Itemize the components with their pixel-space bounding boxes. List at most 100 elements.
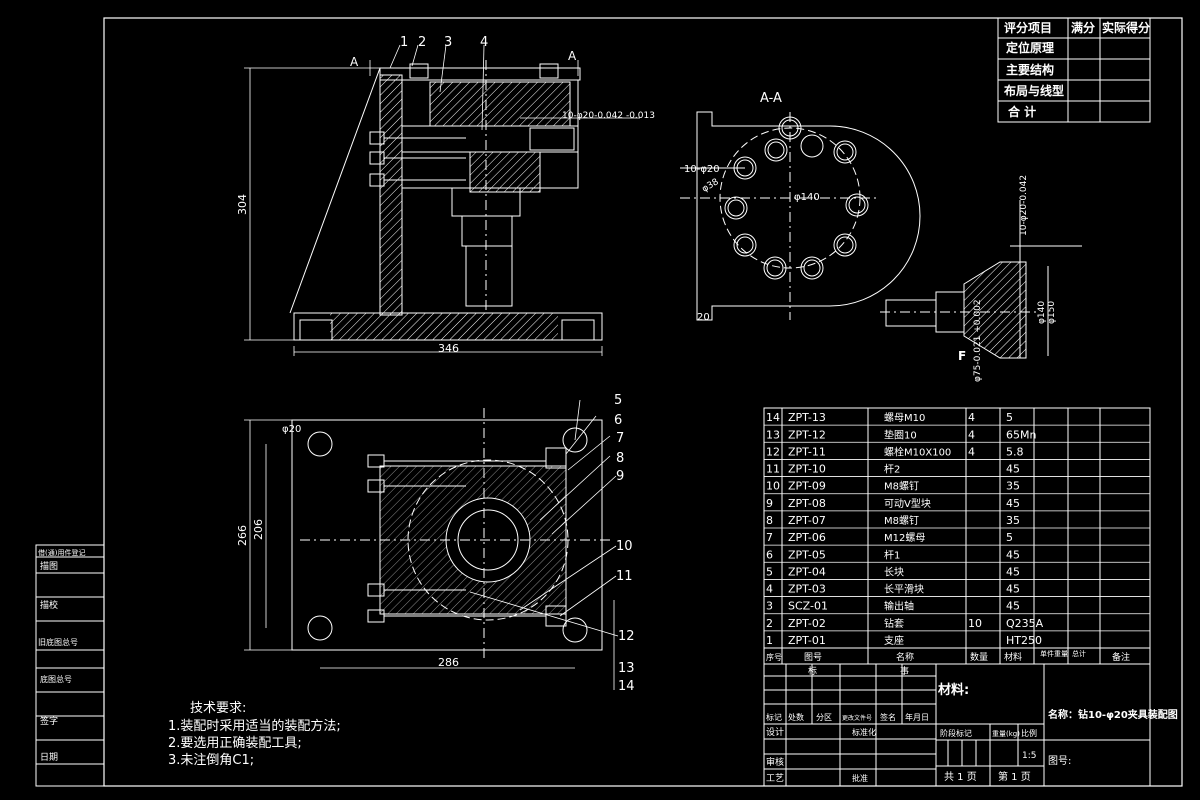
callout-2: 2 — [418, 35, 426, 50]
bom-cell-material: 65Mn — [1006, 428, 1036, 441]
callout-14: 14 — [618, 679, 635, 694]
bom-cell-material: 35 — [1006, 514, 1020, 527]
tb-scale-label: 比例 — [1021, 728, 1037, 738]
bom-cell-material: Q235A — [1006, 617, 1044, 630]
bom-cell-code: ZPT-02 — [788, 617, 826, 630]
dim-pitch-circle: φ140 — [794, 192, 820, 203]
note-3: 3.未注倒角C1; — [168, 753, 254, 768]
note-1: 1.装配时采用适当的装配方法; — [168, 718, 341, 734]
bom-cell-name: 长块 — [884, 566, 904, 578]
bom-cell-name: M12螺母 — [884, 532, 925, 544]
dim-plan-hole: φ20 — [282, 424, 301, 435]
bom-header-unit-weight: 单件重量 — [1040, 649, 1068, 658]
drawing-name: 名称：钻10-φ20夹具装配图 — [1048, 708, 1178, 721]
dim-hole-front: 10-φ20-0.042 -0.013 — [562, 111, 655, 121]
callout-12: 12 — [618, 629, 635, 644]
material-label: 材料: — [938, 682, 969, 698]
title-header-mid: 事 — [900, 665, 909, 677]
score-row-4: 合 计 — [1008, 104, 1036, 119]
bom-cell-qty: 10 — [968, 617, 982, 630]
front-dims — [244, 44, 640, 356]
tb-sign-process: 工艺 — [766, 773, 784, 784]
bom-cell-qty: 4 — [968, 428, 975, 441]
tb-label-sign: 签名 — [880, 712, 896, 722]
bom-cell-material: 5.8 — [1006, 445, 1024, 458]
front-view — [289, 60, 603, 341]
score-row-3: 布局与线型 — [1004, 83, 1064, 98]
callout-6: 6 — [614, 413, 622, 428]
tb-label-mark: 标记 — [766, 712, 782, 722]
strip-trace-check: 描校 — [40, 599, 58, 611]
bom-cell-code: ZPT-08 — [788, 497, 826, 510]
strip-old-total: 旧底图总号 — [38, 637, 78, 647]
bom-cell-code: ZPT-10 — [788, 463, 826, 476]
bom-cell-no: 3 — [766, 600, 773, 613]
score-header-actual: 实际得分 — [1102, 20, 1150, 35]
dim-plan-266: 266 — [236, 525, 249, 546]
bom-cell-material: 35 — [1006, 480, 1020, 493]
bom-cell-material: 45 — [1006, 583, 1020, 596]
callout-4: 4 — [480, 35, 488, 50]
strip-date: 日期 — [40, 752, 58, 763]
part-detail-view — [880, 200, 1082, 359]
tb-sheet: 共 1 页 — [944, 771, 977, 783]
bom-cell-name: 杆2 — [884, 464, 900, 476]
bom-cell-qty: 4 — [968, 445, 975, 458]
bom-cell-code: ZPT-07 — [788, 514, 826, 527]
label-f: F — [958, 349, 966, 363]
strip-trace: 描图 — [40, 560, 58, 572]
bom-cell-material: 45 — [1006, 565, 1020, 578]
callout-5: 5 — [614, 393, 622, 408]
bom-cell-code: ZPT-09 — [788, 480, 826, 493]
bom-cell-name: 支座 — [884, 634, 904, 647]
bom-cell-no: 7 — [766, 531, 773, 544]
bom-cell-code: ZPT-01 — [788, 634, 826, 647]
tb-label-count: 处数 — [788, 712, 804, 722]
notes-title: 技术要求: — [190, 701, 246, 716]
tb-label-change: 更改文件号 — [842, 714, 872, 722]
bom-cell-no: 1 — [766, 634, 773, 647]
bom-cell-no: 9 — [766, 497, 773, 510]
dim-width-346: 346 — [438, 342, 459, 355]
score-table — [997, 17, 1151, 123]
dim-small-section: φ38 — [701, 177, 721, 194]
title-header-left: 标 — [808, 665, 817, 677]
score-header-item: 评分项目 — [1004, 20, 1052, 35]
bom-cell-name: M8螺钉 — [884, 515, 919, 527]
callout-10: 10 — [616, 539, 633, 554]
tb-approve: 批准 — [852, 773, 868, 783]
sheet-border — [103, 17, 1183, 787]
section-mark-left: A — [350, 55, 359, 69]
bom-header-total: 总计 — [1072, 649, 1086, 658]
tb-sign-design: 设计 — [766, 726, 784, 738]
bom-cell-code: ZPT-13 — [788, 411, 826, 424]
section-title-aa: A-A — [760, 91, 782, 106]
dim-part-shaft: φ75-0.021 +0.002 — [973, 299, 983, 382]
score-row-2: 主要结构 — [1006, 62, 1054, 77]
bom-cell-no: 4 — [766, 583, 773, 596]
section-mark-right: A — [568, 49, 577, 63]
bom-cell-no: 11 — [766, 463, 780, 476]
tb-label-date: 年月日 — [905, 712, 929, 722]
tb-weight: 重量(kg) — [992, 730, 1020, 738]
bom-cell-name: 可动V型块 — [884, 497, 931, 510]
bom-cell-no: 6 — [766, 548, 773, 561]
bom-cell-material: 5 — [1006, 531, 1013, 544]
bom-header-material: 材料 — [1004, 651, 1022, 663]
bom-cell-material: 45 — [1006, 463, 1020, 476]
bom-cell-name: 输出轴 — [884, 600, 914, 613]
left-strip-grid — [35, 544, 105, 787]
dim-hole-section: 10-φ20 — [684, 164, 720, 175]
dim-plan-206: 206 — [252, 519, 265, 540]
dim-part-d2: φ150 — [1047, 301, 1057, 324]
bom-cell-material: HT250 — [1006, 634, 1042, 647]
callout-1: 1 — [400, 35, 408, 50]
score-header-full: 满分 — [1071, 20, 1095, 35]
bom-cell-code: ZPT-05 — [788, 548, 826, 561]
bom-cell-material: 45 — [1006, 600, 1020, 613]
bom-cell-code: ZPT-12 — [788, 428, 826, 441]
dim-offset-20: 20 — [697, 312, 710, 323]
section-aa-view — [680, 111, 921, 321]
